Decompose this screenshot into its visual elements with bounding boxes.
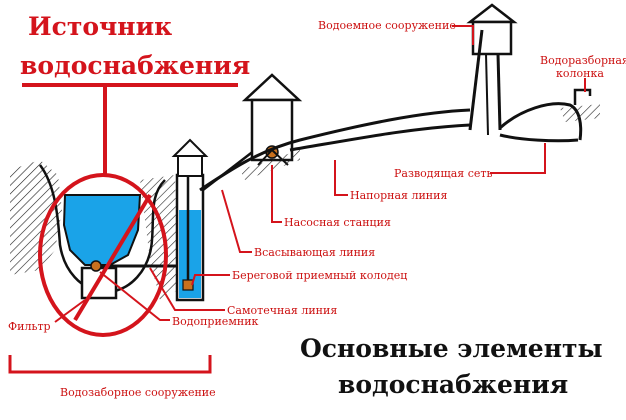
shore-well-valve (182, 279, 194, 291)
leader-beregovoy (191, 274, 230, 286)
pressure-line (289, 123, 471, 152)
pump-hatch (240, 150, 300, 180)
leader-razvodyashchaya (490, 143, 546, 174)
label-vodozabornoe: Водозаборное сооружение (60, 386, 216, 399)
leader-filtr (54, 299, 86, 323)
source-title-line2: водоснабжения (20, 51, 250, 80)
leader-samotechnaya (149, 267, 225, 311)
right-ground (560, 104, 600, 122)
shore-well-roof (171, 138, 209, 157)
leader-nasosnaya (271, 165, 282, 223)
label-vodoemnoe: Водоемное сооружение (318, 19, 456, 32)
left-bank-ground (10, 160, 62, 275)
water-tower-pipe-a (468, 29, 484, 131)
leader-vsasyvayushchaya (221, 189, 252, 253)
label-vsasyvayushchaya: Всасывающая линия (254, 246, 375, 259)
main-title-line2: водоснабжения (338, 370, 568, 399)
leader-napornaya (334, 160, 348, 196)
water-tower-leg (485, 53, 489, 136)
leader-lines (54, 25, 586, 323)
intake-bracket (8, 355, 212, 374)
label-vodorazbornaya-2: колонка (556, 67, 604, 80)
right-bank-ground (140, 175, 178, 300)
label-razvodyashchaya: Разводящая сеть (394, 167, 492, 180)
shore-well-top (177, 155, 203, 177)
label-beregovoy: Береговой приемный колодец (232, 269, 407, 282)
label-filtr: Фильтр (8, 320, 51, 333)
distribution-network-lower (499, 133, 579, 143)
leader-vodopriemnik (99, 271, 170, 321)
water-tower-pipe-b (496, 53, 502, 131)
distribution-network (498, 102, 583, 141)
leader-vodoemnoe (452, 25, 474, 45)
pump-station-roof (241, 73, 303, 102)
source-strike (73, 193, 152, 322)
label-samotechnaya: Самотечная линия (227, 304, 337, 317)
standpipe (573, 88, 592, 105)
label-vodorazbornaya-1: Водоразборная (540, 54, 626, 67)
label-napornaya: Напорная линия (350, 189, 447, 202)
label-vodopriemnik: Водоприемник (172, 315, 259, 328)
main-title-line1: Основные элементы (300, 334, 603, 363)
water-tower-roof (466, 3, 518, 24)
hill-surface (199, 108, 471, 192)
source-title-line1: Источник (28, 12, 172, 41)
intake-valve (90, 260, 102, 272)
label-nasosnaya: Насосная станция (284, 216, 391, 229)
